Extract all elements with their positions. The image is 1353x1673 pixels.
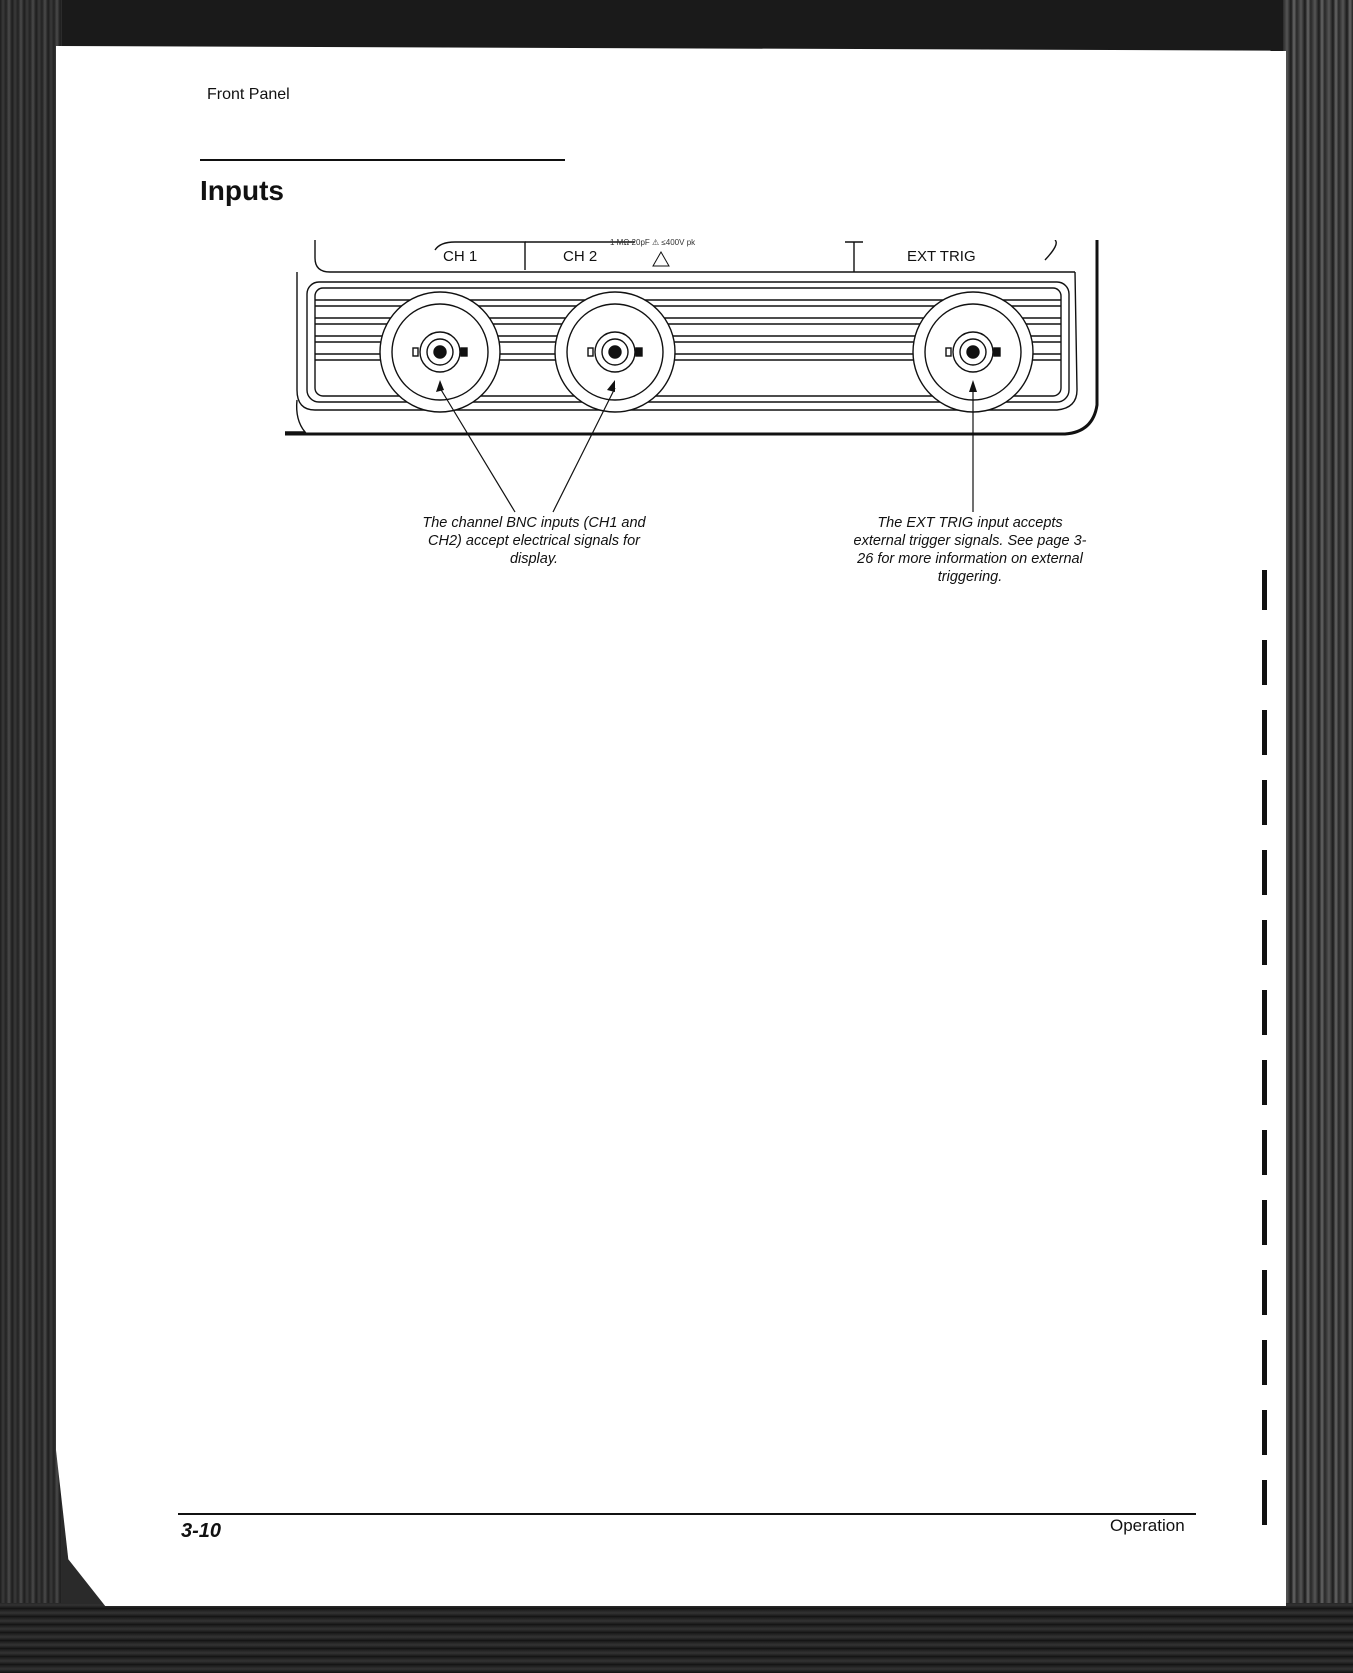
page-number: 3-10 (181, 1520, 221, 1543)
warning-icon (653, 252, 669, 266)
callout-arrowheads (436, 380, 977, 392)
footer-title: Operation (1110, 1516, 1185, 1536)
header-rule (200, 159, 565, 161)
ch1-bnc-connector (380, 292, 500, 412)
scan-border-bottom (0, 1603, 1353, 1673)
running-head: Front Panel (207, 86, 290, 104)
ext-trig-label: EXT TRIG (907, 248, 976, 265)
ch2-label: CH 2 (563, 248, 597, 265)
ext-trig-callout: The EXT TRIG input accepts external trig… (850, 514, 1090, 586)
ch2-bnc-connector (555, 292, 675, 412)
input-rating-label: 1 MΩ 20pF ⚠ ≤400V pk (610, 238, 695, 247)
ch1-label: CH 1 (443, 248, 477, 265)
front-panel-inputs-figure: CH 1 CH 2 EXT TRIG 1 MΩ 20pF ⚠ ≤400V pk (285, 240, 1125, 540)
section-title: Inputs (200, 175, 284, 207)
page-edge-tabs (1262, 500, 1272, 1600)
channel-inputs-callout: The channel BNC inputs (CH1 and CH2) acc… (416, 514, 652, 568)
scan-border-top (0, 0, 1353, 52)
scan-border-right (1283, 0, 1353, 1673)
callout-leader-lines (440, 388, 973, 512)
scan-border-left (0, 0, 62, 1673)
footer-rule (178, 1513, 1196, 1515)
front-panel-drawing (285, 240, 1125, 540)
